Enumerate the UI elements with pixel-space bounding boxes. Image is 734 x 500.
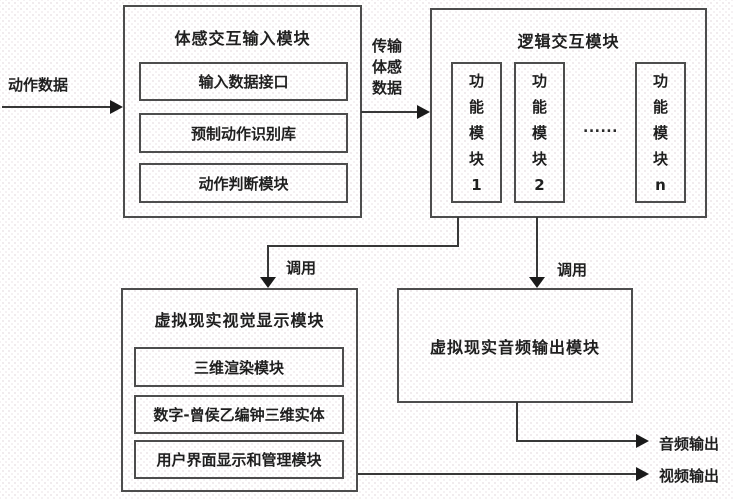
logic-func-module-1: 功能模块1 bbox=[451, 62, 502, 203]
input-submodule-action-judge: 动作判断模块 bbox=[139, 163, 348, 203]
action-data-line bbox=[2, 106, 112, 108]
audio-out-line-h bbox=[516, 440, 637, 442]
visual-submodule-3d-render: 三维渲染模块 bbox=[134, 347, 344, 387]
logic-func-module-n: 功能模块n bbox=[635, 62, 686, 203]
call-visual-line-v2 bbox=[267, 245, 269, 279]
call-audio-line-v bbox=[536, 217, 538, 279]
visual-submodule-ui-manage: 用户界面显示和管理模块 bbox=[134, 440, 344, 479]
visual-module-box: 虚拟现实视觉显示模块 三维渲染模块 数字-曾侯乙编钟三维实体 用户界面显示和管理… bbox=[121, 288, 358, 492]
call-visual-arrowhead-icon bbox=[260, 277, 276, 288]
input-submodule-data-interface: 输入数据接口 bbox=[139, 62, 348, 101]
audio-module-box: 虚拟现实音频输出模块 bbox=[397, 288, 633, 403]
audio-out-arrowhead-icon bbox=[636, 434, 649, 448]
action-data-label: 动作数据 bbox=[8, 76, 69, 94]
transfer-data-label: 传输 体感 数据 bbox=[372, 37, 403, 97]
input-module-title: 体感交互输入模块 bbox=[174, 29, 311, 48]
logic-func-module-2: 功能模块2 bbox=[514, 62, 565, 203]
logic-module-box: 逻辑交互模块 功能模块1 功能模块2 ...... 功能模块n bbox=[430, 8, 707, 218]
logic-func-module-2-label: 功能模块2 bbox=[531, 71, 547, 194]
visual-submodule-chime-entity: 数字-曾侯乙编钟三维实体 bbox=[134, 395, 344, 434]
call-visual-line-v1 bbox=[457, 217, 459, 247]
audio-out-line-v bbox=[516, 402, 518, 442]
call-visual-line-h bbox=[267, 245, 459, 247]
visual-submodule-chime-entity-label: 数字-曾侯乙编钟三维实体 bbox=[153, 406, 325, 424]
visual-submodule-ui-manage-label: 用户界面显示和管理模块 bbox=[156, 451, 322, 469]
input-module-box: 体感交互输入模块 输入数据接口 预制动作识别库 动作判断模块 bbox=[123, 5, 362, 218]
visual-submodule-3d-render-label: 三维渲染模块 bbox=[193, 358, 284, 377]
video-out-arrowhead-icon bbox=[636, 467, 649, 481]
transfer-line bbox=[361, 111, 418, 113]
logic-func-module-n-label: 功能模块n bbox=[652, 71, 668, 194]
call-visual-label: 调用 bbox=[286, 259, 317, 277]
logic-module-title: 逻辑交互模块 bbox=[517, 32, 620, 51]
ellipsis-dots: ...... bbox=[583, 120, 618, 136]
audio-module-title: 虚拟现实音频输出模块 bbox=[429, 337, 600, 357]
call-audio-label: 调用 bbox=[557, 261, 588, 279]
input-submodule-action-library: 预制动作识别库 bbox=[139, 113, 348, 153]
call-audio-arrowhead-icon bbox=[529, 277, 545, 288]
logic-func-module-1-label: 功能模块1 bbox=[468, 71, 484, 194]
input-submodule-action-library-label: 预制动作识别库 bbox=[190, 124, 296, 143]
video-out-line-h bbox=[358, 473, 637, 475]
audio-output-label: 音频输出 bbox=[659, 435, 720, 453]
input-submodule-data-interface-label: 输入数据接口 bbox=[198, 73, 289, 91]
action-data-arrowhead-icon bbox=[110, 100, 123, 114]
input-submodule-action-judge-label: 动作判断模块 bbox=[198, 174, 289, 193]
visual-module-title: 虚拟现实视觉显示模块 bbox=[154, 311, 325, 330]
transfer-arrowhead-icon bbox=[417, 105, 430, 119]
video-output-label: 视频输出 bbox=[659, 467, 720, 485]
